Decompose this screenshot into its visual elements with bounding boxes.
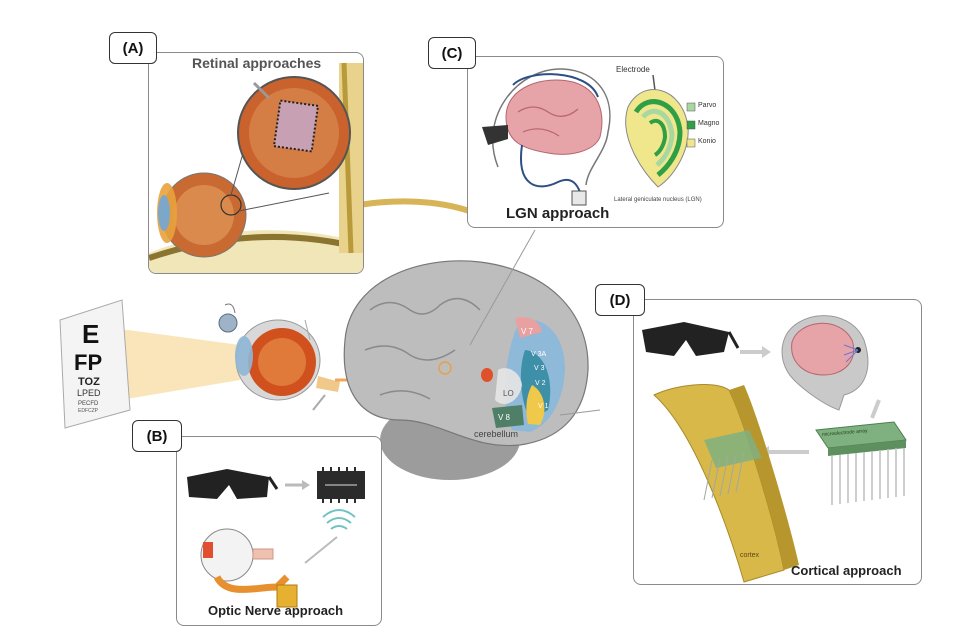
panel-optic-nerve: [176, 436, 382, 626]
connector-line: [469, 229, 536, 346]
lgn-caption: Lateral geniculate nucleus (LGN): [614, 197, 702, 203]
eye-chart-row: E: [82, 319, 99, 349]
microelectrode-array-icon: [815, 421, 907, 505]
cerebellum-label: cerebellum: [474, 429, 518, 439]
electrode-label: Electrode: [616, 65, 650, 74]
panel-cortical: microelectrode array cortex: [633, 299, 922, 585]
visual-area-label: V 8: [498, 413, 511, 422]
cortex-slab: [653, 384, 799, 583]
eye-chart-row: FP: [74, 350, 102, 375]
legend-parvo-label: Parvo: [698, 102, 717, 109]
panel-tag-c: (C): [428, 37, 476, 69]
visual-area-label: V 3A: [531, 351, 547, 358]
panel-tag-b: (B): [132, 420, 182, 452]
visual-area-label: V 2: [535, 380, 546, 387]
panel-title-optic-nerve: Optic Nerve approach: [208, 603, 344, 618]
central-eye: [235, 319, 340, 401]
panel-retinal: [148, 52, 364, 274]
panel-lgn: Electrode Parvo Magno Konio Lateral geni…: [467, 56, 724, 228]
camera-implant-icon: [218, 303, 238, 333]
processor-chip-icon: [317, 467, 365, 503]
arrow-icon: [312, 394, 326, 411]
legend-magno-label: Magno: [698, 120, 720, 127]
visual-area-label: V 7: [521, 327, 534, 336]
camera-glasses-icon: [642, 322, 740, 356]
visual-area-label: V 3: [534, 365, 545, 372]
panel-tag-a: (A): [109, 32, 157, 64]
cortex-label: cortex: [740, 552, 760, 559]
connector-line: [559, 409, 601, 416]
eye-chart-row: LPED: [77, 388, 101, 398]
camera-glasses-icon: [187, 469, 279, 499]
central-brain: V 7 V 3A V 3 V 2 V 1 LO V 8 cerebellum: [343, 260, 589, 480]
visual-area-label: LO: [503, 389, 514, 398]
panel-tag-d: (D): [595, 284, 645, 316]
eye-chart-row: TOZ: [78, 376, 100, 388]
eye-chart: E FP TOZ LPED PECFD EDFCZP: [59, 299, 131, 429]
panel-title-lgn: LGN approach: [506, 205, 610, 222]
legend-konio-label: Konio: [698, 138, 716, 145]
wireless-signal-icon: [322, 509, 356, 530]
connector-line: [304, 319, 311, 341]
panel-title-retinal: Retinal approaches: [192, 55, 322, 71]
eye-chart-row: EDFCZP: [78, 408, 99, 414]
panel-title-cortical: Cortical approach: [791, 563, 902, 578]
visual-area-label: V 1: [538, 403, 549, 410]
eye-chart-row: PECFD: [78, 401, 99, 407]
